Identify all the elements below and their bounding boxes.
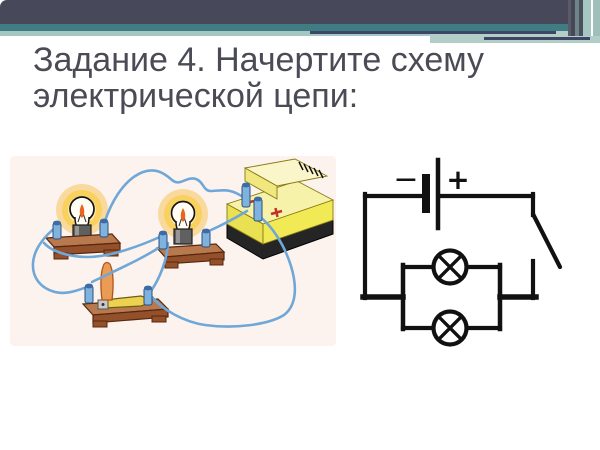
lamp-2 (155, 189, 226, 269)
lamp1-post-right (99, 218, 109, 238)
header-bar-sage (0, 31, 600, 36)
battery-post-back (241, 182, 251, 208)
lamp-1-socket-highlight (75, 226, 79, 239)
header-navy-line-top (310, 31, 556, 34)
switch-stand-foot-left (92, 320, 108, 328)
switch-post-right (143, 285, 153, 306)
battery-pictorial (225, 158, 335, 260)
battery-vent-slots (298, 161, 324, 179)
schematic-lamp-bottom (400, 309, 503, 347)
wire-lamp2-to-battery (207, 209, 249, 233)
lamp1-post-left (52, 220, 62, 240)
battery-right-face (262, 199, 334, 245)
header-navy-line-bottom (484, 37, 590, 40)
lamp-2-stand-foot-left (164, 261, 179, 269)
battery-post-front (253, 196, 263, 222)
wire-battery-to-switch (150, 214, 297, 328)
lamp-1-filament (79, 204, 85, 218)
battery-step-front (244, 167, 278, 200)
circuit-photo-illustration (10, 156, 336, 346)
lamp-top-cross-2 (435, 252, 465, 282)
wire-lamp1-to-battery (103, 169, 247, 223)
switch-handle (100, 261, 114, 301)
wire-lamp2-to-switch-left (90, 245, 162, 284)
wire-lamp1-loop-to-switch (31, 225, 89, 295)
switch-stand-front (92, 308, 169, 324)
page-title: Задание 4. Начертите схему электрической… (33, 42, 573, 114)
lamp2-post-left (158, 230, 168, 250)
header-corner-stripes (568, 0, 600, 36)
battery-plus-mark (270, 207, 283, 218)
switch-stand-foot-right (151, 315, 167, 323)
terminal-posts (52, 182, 263, 306)
lamp2-post-right (201, 228, 211, 248)
header-bar-dark (0, 0, 600, 24)
battery-plus-label: + (446, 163, 469, 196)
connecting-wires (31, 169, 297, 328)
schematic-lamp-top (400, 248, 503, 286)
switch-pivot-screw (101, 303, 105, 306)
schematic-switch-blade (530, 211, 563, 270)
wire-lamp2-to-switch-right (149, 241, 170, 293)
lamp-2-filament (180, 208, 186, 222)
switch-post-left (84, 283, 94, 304)
circuit-schematic-diagram: − + (360, 157, 563, 347)
lamp-bottom-cross-2 (435, 313, 465, 343)
post-template-instances (52, 182, 263, 306)
lamp-2-stand-foot-right (209, 258, 224, 266)
schematic-switch (530, 211, 563, 270)
wire-lamp2-to-lamp1 (42, 234, 164, 259)
header-bar-teal (0, 24, 600, 31)
title-line-1: Задание 4. Начертите схему (33, 41, 485, 79)
title-line-2: электрической цепи: (33, 77, 359, 115)
lamp-2-socket-highlight (176, 230, 180, 243)
battery-minus-label: − (393, 162, 418, 197)
